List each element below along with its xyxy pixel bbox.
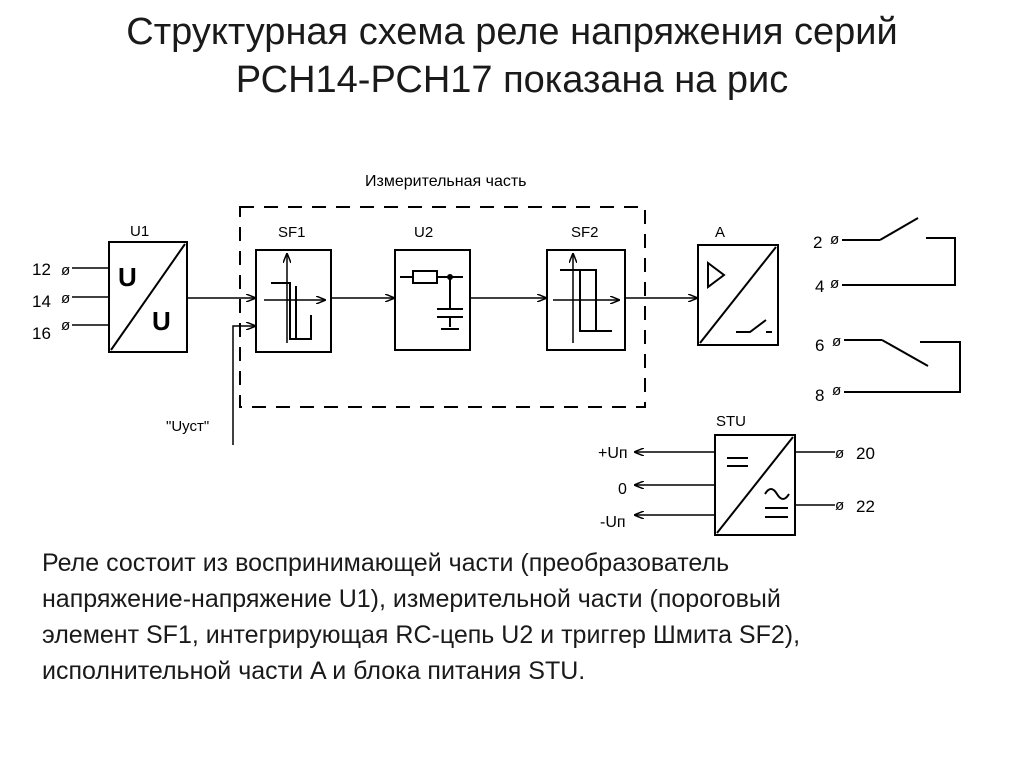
description-paragraph: Реле состоит из воспринимающей части (пр… <box>42 545 1002 689</box>
input-terminals: 12 14 16 ø ø ø <box>32 260 109 343</box>
sf1-threshold-block <box>255 249 332 353</box>
setpoint-label: "Uуст" <box>166 418 209 435</box>
terminal-12-label: 12 <box>32 260 51 279</box>
description-line-3: элемент SF1, интегрирующая RC-цепь U2 и … <box>42 621 801 649</box>
terminal-4-symbol: ø <box>830 275 839 292</box>
terminal-8-label: 8 <box>815 386 824 405</box>
measuring-part-boundary <box>239 206 646 408</box>
terminal-12-symbol: ø <box>61 262 70 279</box>
title-line-1: Структурная схема реле напряжения серий <box>126 11 898 53</box>
terminal-22-label: 22 <box>856 497 875 516</box>
terminal-6-symbol: ø <box>832 333 841 350</box>
power-outputs: +Uп 0 -Uп <box>598 445 715 531</box>
u1-bottom-symbol: U <box>152 306 171 336</box>
description-line-2: напряжение-напряжение U1), измерительной… <box>42 585 781 613</box>
sf2-label: SF2 <box>571 224 599 241</box>
output-plus-label: +Uп <box>598 445 628 462</box>
terminal-2-symbol: ø <box>830 231 839 248</box>
terminal-20-label: 20 <box>856 444 875 463</box>
title-line-2: РСН14-РСН17 показана на рис <box>235 59 789 101</box>
sf1-label: SF1 <box>278 224 306 241</box>
a-label: A <box>715 224 725 241</box>
output-zero-label: 0 <box>618 481 627 498</box>
terminal-8-symbol: ø <box>832 382 841 399</box>
stu-power-supply-block <box>714 434 796 536</box>
stu-label: STU <box>716 413 746 430</box>
terminal-14-label: 14 <box>32 292 51 311</box>
output-minus-label: -Uп <box>600 514 626 531</box>
u1-top-symbol: U <box>118 262 137 292</box>
u2-label: U2 <box>414 224 433 241</box>
description-line-1: Реле состоит из воспринимающей части (пр… <box>42 549 730 577</box>
terminal-20-symbol: ø <box>835 445 844 462</box>
sf2-schmitt-trigger-block <box>546 249 626 351</box>
terminal-14-symbol: ø <box>61 290 70 307</box>
terminal-16-symbol: ø <box>61 317 70 334</box>
power-terminals: ø ø 20 22 <box>795 444 875 516</box>
slide-title: Структурная схема реле напряжения серий … <box>0 8 1024 104</box>
u2-rc-block <box>394 249 471 351</box>
terminal-6-label: 6 <box>815 336 824 355</box>
description-line-4: исполнительной части A и блока питания S… <box>42 657 586 685</box>
u1-label: U1 <box>130 223 149 240</box>
terminal-16-label: 16 <box>32 324 51 343</box>
a-executive-block <box>697 244 779 346</box>
measuring-part-label: Измерительная часть <box>365 173 527 190</box>
u1-converter-block: U U <box>108 241 188 353</box>
terminal-2-label: 2 <box>813 233 822 252</box>
terminal-22-symbol: ø <box>835 497 844 514</box>
output-contacts: 2 4 6 8 ø ø ø ø <box>813 217 961 405</box>
terminal-4-label: 4 <box>815 277 824 296</box>
